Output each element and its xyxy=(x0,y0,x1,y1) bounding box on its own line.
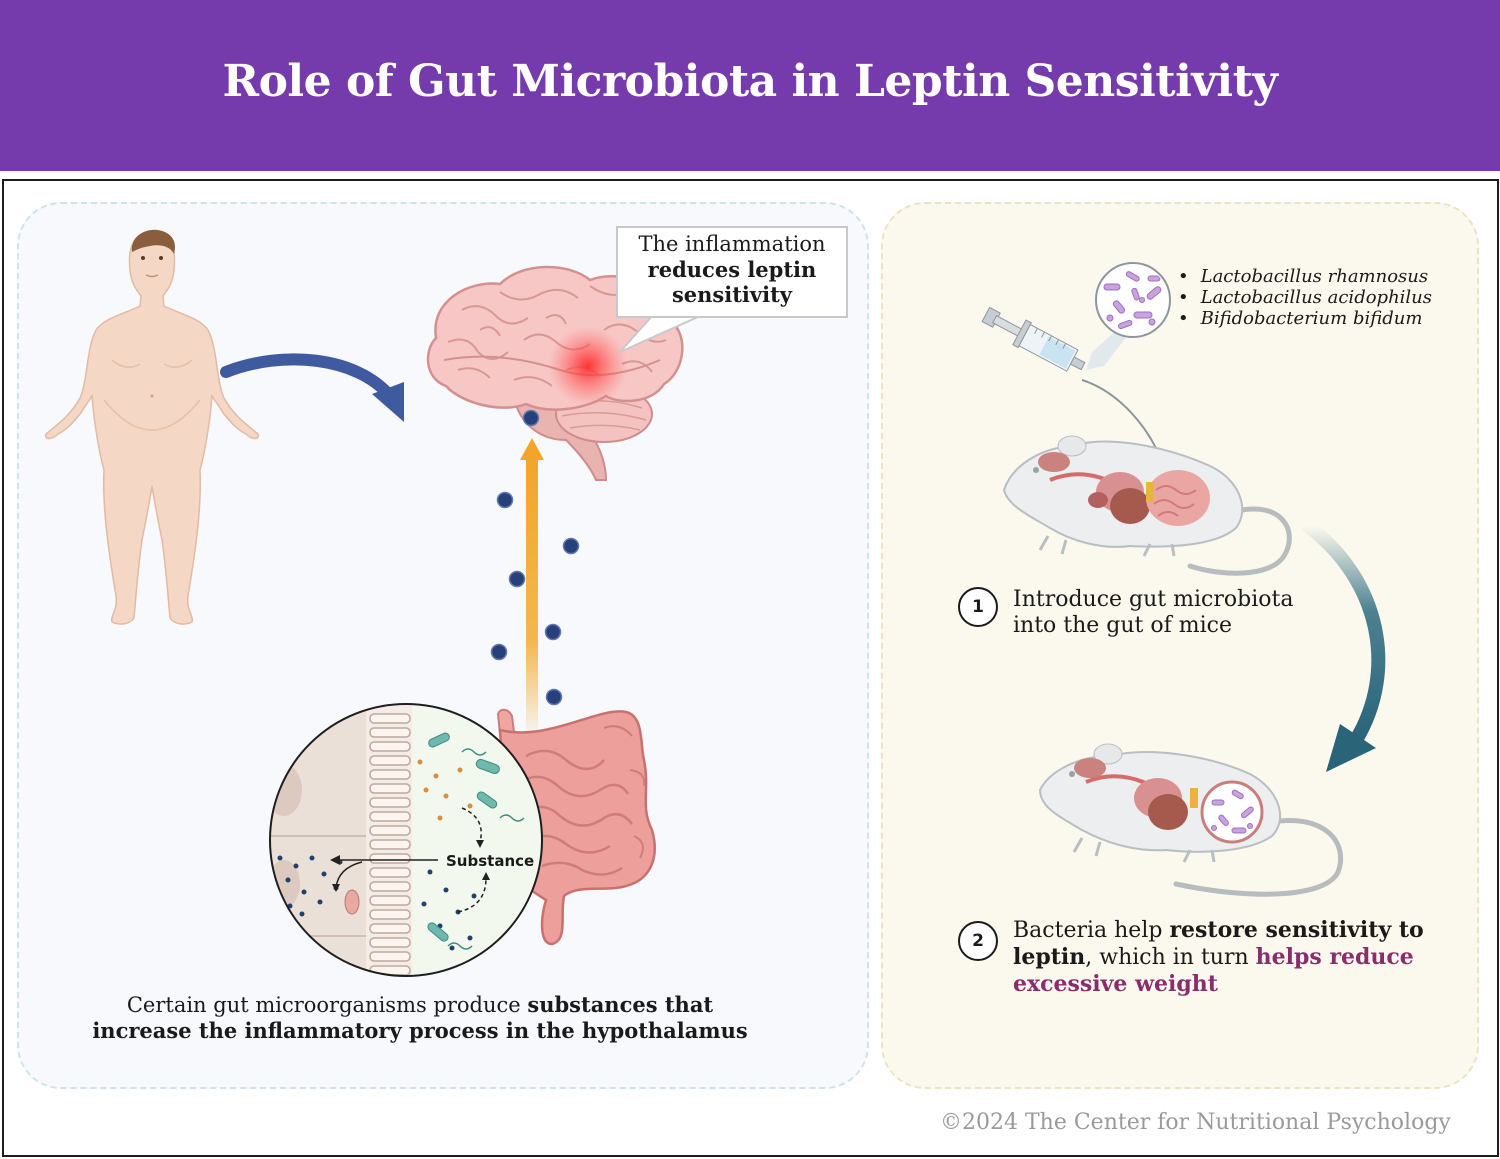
step-1-line-1: Introduce gut microbiota xyxy=(1013,587,1294,612)
species-item: Lactobacillus rhamnosus xyxy=(1178,266,1432,287)
syringe-illustration xyxy=(981,262,1171,459)
title-banner: Role of Gut Microbiota in Leptin Sensiti… xyxy=(0,0,1500,171)
left-caption: Certain gut microorganisms produce subst… xyxy=(60,992,780,1044)
arrow-to-brain xyxy=(220,353,404,422)
step-2-part-5: helps reduce xyxy=(1255,944,1414,970)
step-2-part-4: , which in turn xyxy=(1085,945,1256,970)
page-title: Role of Gut Microbiota in Leptin Sensiti… xyxy=(222,56,1279,107)
molecules xyxy=(490,409,580,706)
step-2-part-3: leptin xyxy=(1013,944,1086,970)
left-caption-part-2: substances that xyxy=(527,992,714,1017)
substance-label: Substance xyxy=(446,852,535,870)
step-2-part-2: restore sensitivity to xyxy=(1169,917,1424,943)
left-caption-part-1: Certain gut microorganisms produce xyxy=(126,993,528,1017)
upward-arrow xyxy=(520,438,544,742)
step-2-text: Bacteria help restore sensitivity to lep… xyxy=(1013,917,1424,998)
inflammation-glow xyxy=(548,326,628,406)
step-1-badge: 1 xyxy=(958,587,998,627)
step-2-badge: 2 xyxy=(958,921,998,961)
callout-line-3: sensitivity xyxy=(671,282,792,307)
species-list: Lactobacillus rhamnosus Lactobacillus ac… xyxy=(1178,266,1432,329)
species-item: Lactobacillus acidophilus xyxy=(1178,287,1432,308)
arrow-to-result xyxy=(1301,519,1386,772)
species-item: Bifidobacterium bifidum xyxy=(1178,308,1432,329)
left-caption-part-3: increase the inflammatory process in the… xyxy=(92,1018,748,1043)
callout-line-1: The inflammation xyxy=(638,232,826,256)
inflammation-callout: The inflammation reduces leptin sensitiv… xyxy=(616,226,848,318)
step-1-text: Introduce gut microbiota into the gut of… xyxy=(1013,587,1293,639)
step-2-part-6: excessive weight xyxy=(1013,971,1218,997)
mouse-illustration-before xyxy=(1002,435,1292,576)
step-2-part-1: Bacteria help xyxy=(1013,918,1170,943)
step-1-line-2: into the gut of mice xyxy=(1013,613,1233,638)
mouse-illustration-after xyxy=(1038,743,1344,897)
copyright-footer: ©2024 The Center for Nutritional Psychol… xyxy=(940,1110,1451,1135)
human-figure-illustration xyxy=(44,229,260,625)
intestine-illustration xyxy=(496,708,656,946)
callout-line-2: reduces leptin xyxy=(647,257,817,282)
